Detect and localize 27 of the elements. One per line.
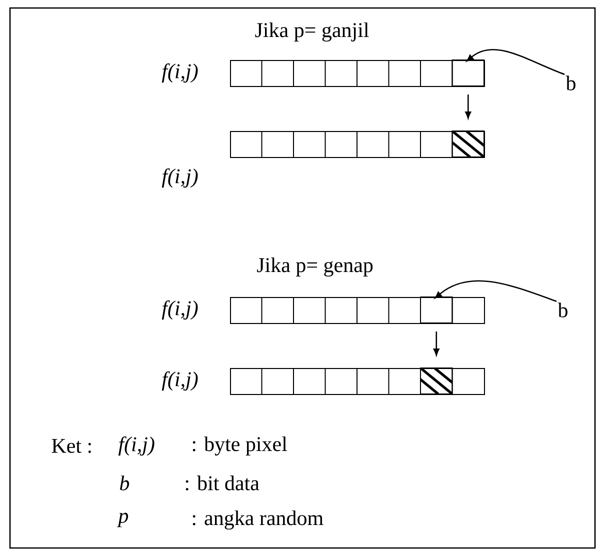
math-symbol: f(i,j)	[162, 168, 198, 188]
bit-label: b	[566, 76, 576, 90]
bit-cell	[420, 296, 453, 324]
math-symbol: f(i,j)	[118, 436, 154, 456]
hatched-bit-cell	[452, 130, 484, 158]
label-text: : byte pixel	[192, 436, 288, 456]
math-symbol: p	[116, 512, 128, 528]
label-text: : angka random	[192, 510, 324, 530]
math-symbol: f(i,j)	[162, 63, 198, 83]
byte-row	[230, 60, 485, 87]
hatched-bit-cell	[420, 368, 453, 394]
math-symbol: f(i,j)	[162, 300, 198, 320]
curved-arrow	[466, 49, 565, 76]
math-symbol: b	[120, 476, 130, 490]
label-text: Ket :	[52, 438, 91, 454]
bit-label: b	[558, 302, 568, 318]
arrow	[465, 94, 472, 119]
math-symbol: f(i,j)	[162, 371, 198, 391]
label-text: : bit data	[186, 476, 260, 490]
bit-cell	[452, 60, 484, 86]
curved-arrow	[434, 280, 557, 302]
byte-row	[230, 368, 485, 395]
arrow	[433, 332, 440, 356]
label-text: Jika p= genap	[257, 257, 373, 277]
byte-row	[230, 131, 485, 158]
byte-row	[230, 297, 485, 324]
label-text: Jika p= ganjil	[255, 22, 369, 42]
